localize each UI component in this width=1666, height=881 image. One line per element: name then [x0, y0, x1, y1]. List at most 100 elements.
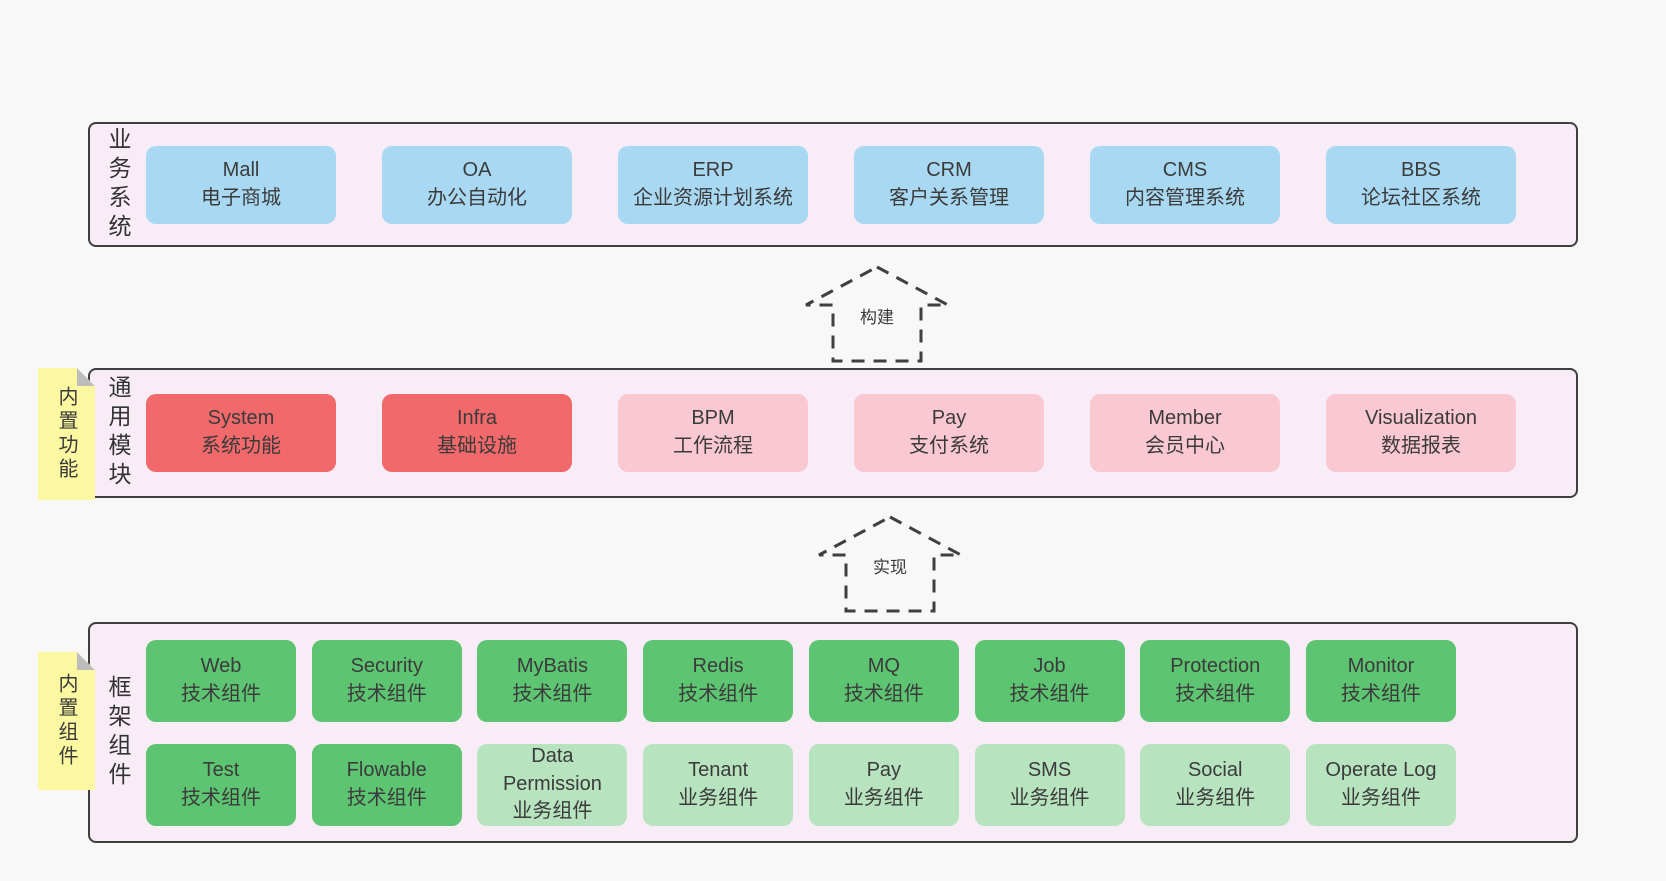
arrow-label-build: 构建	[856, 302, 898, 329]
module-box-mq: MQ 技术组件	[808, 639, 959, 722]
module-box-pay: Pay 支付系统	[854, 394, 1044, 472]
module-name: Tenant	[688, 758, 749, 781]
module-box-monitor: Monitor 技术组件	[1305, 639, 1456, 722]
module-description: 技术组件	[678, 682, 759, 705]
module-box-operate-log: Operate Log 业务组件	[1305, 743, 1456, 826]
module-name: Operate Log	[1325, 758, 1437, 781]
module-description: 技术组件	[1340, 682, 1421, 705]
module-box-infra: Infra 基础设施	[382, 394, 572, 472]
sticky-note-builtin-components: 内置组件	[38, 652, 95, 790]
module-description: 业务组件	[1340, 786, 1421, 809]
module-description: 业务组件	[1175, 786, 1256, 809]
module-name: System	[207, 407, 275, 430]
module-description: 论坛社区系统	[1361, 186, 1481, 209]
module-name: BPM	[691, 407, 735, 430]
module-description: 技术组件	[346, 786, 427, 809]
module-box-bbs: BBS 论坛社区系统	[1326, 145, 1516, 224]
module-description: 业务组件	[1009, 786, 1090, 809]
module-name: MyBatis	[516, 654, 588, 677]
module-box-social: Social 业务组件	[1140, 743, 1291, 826]
module-description: 技术组件	[1175, 682, 1256, 705]
module-name: Data Permission	[502, 745, 602, 795]
module-description: 会员中心	[1145, 435, 1225, 457]
module-name: Mall	[222, 158, 260, 181]
module-name: CRM	[926, 158, 972, 181]
module-box-pay: Pay 业务组件	[808, 743, 959, 826]
module-box-redis: Redis 技术组件	[643, 639, 794, 722]
module-box-cms: CMS 内容管理系统	[1090, 145, 1280, 224]
module-name: Member	[1148, 407, 1222, 430]
dashed-up-arrow-icon	[805, 265, 949, 363]
module-description: 工作流程	[673, 435, 753, 457]
module-box-sms: SMS 业务组件	[974, 743, 1125, 826]
module-box-erp: ERP 企业资源计划系统	[618, 145, 808, 224]
module-description: 支付系统	[909, 435, 989, 457]
dashed-up-arrow-icon	[818, 515, 962, 613]
module-box-test: Test 技术组件	[146, 743, 296, 826]
band-common-modules: 通用模块 System 系统功能 Infra 基础设施 BPM 工作流程 Pay 支付系统 Me…	[88, 368, 1578, 498]
module-name: Pay	[931, 407, 967, 430]
module-name: CMS	[1162, 158, 1208, 181]
module-name: OA	[462, 158, 492, 181]
band-label-business-systems: 业务系统	[105, 126, 131, 243]
module-name: Flowable	[346, 758, 427, 781]
module-box-data-permission: Data Permission 业务组件	[477, 743, 628, 826]
sticky-note-text: 内置功能	[55, 386, 77, 482]
module-name: Redis	[692, 654, 744, 677]
module-name: Test	[202, 758, 240, 781]
module-name: Monitor	[1347, 654, 1415, 677]
module-name: MQ	[867, 654, 900, 677]
module-box-member: Member 会员中心	[1090, 394, 1280, 472]
module-description: 内容管理系统	[1125, 186, 1245, 209]
module-name: Pay	[866, 758, 902, 781]
module-description: 客户关系管理	[889, 186, 1009, 209]
module-description: 系统功能	[201, 435, 281, 457]
module-name: SMS	[1027, 758, 1072, 781]
module-name: Job	[1033, 654, 1066, 677]
module-box-oa: OA 办公自动化	[382, 145, 572, 224]
module-description: 业务组件	[512, 800, 593, 823]
module-name: BBS	[1400, 158, 1442, 181]
module-description: 企业资源计划系统	[633, 186, 793, 209]
module-box-security: Security 技术组件	[311, 639, 462, 722]
module-description: 技术组件	[843, 682, 924, 705]
band-label-common-modules: 通用模块	[105, 375, 131, 491]
module-name: ERP	[692, 158, 734, 181]
module-box-job: Job 技术组件	[974, 639, 1125, 722]
module-description: 技术组件	[181, 786, 261, 809]
arrow-label-implement: 实现	[869, 552, 911, 579]
module-box-flowable: Flowable 技术组件	[311, 743, 462, 826]
module-name: Social	[1187, 758, 1243, 781]
module-box-bpm: BPM 工作流程	[618, 394, 808, 472]
module-description: 办公自动化	[427, 186, 527, 209]
module-box-system: System 系统功能	[146, 394, 336, 472]
sticky-note-text: 内置组件	[55, 673, 77, 769]
module-name: Infra	[456, 407, 498, 430]
arrow-up-build: 构建	[802, 262, 952, 364]
module-name: Visualization	[1365, 407, 1477, 430]
module-name: Security	[350, 654, 423, 677]
module-name: Protection	[1170, 654, 1261, 677]
module-description: 业务组件	[843, 786, 924, 809]
module-description: 业务组件	[678, 786, 759, 809]
module-description: 技术组件	[1009, 682, 1090, 705]
module-description: 基础设施	[437, 435, 517, 457]
sticky-note-builtin-features: 内置功能	[38, 368, 95, 500]
module-box-tenant: Tenant 业务组件	[643, 743, 794, 826]
module-box-crm: CRM 客户关系管理	[854, 145, 1044, 224]
band-label-framework-components: 框架组件	[105, 674, 131, 791]
module-description: 技术组件	[346, 682, 427, 705]
module-description: 技术组件	[181, 682, 261, 705]
module-box-protection: Protection 技术组件	[1140, 639, 1291, 722]
